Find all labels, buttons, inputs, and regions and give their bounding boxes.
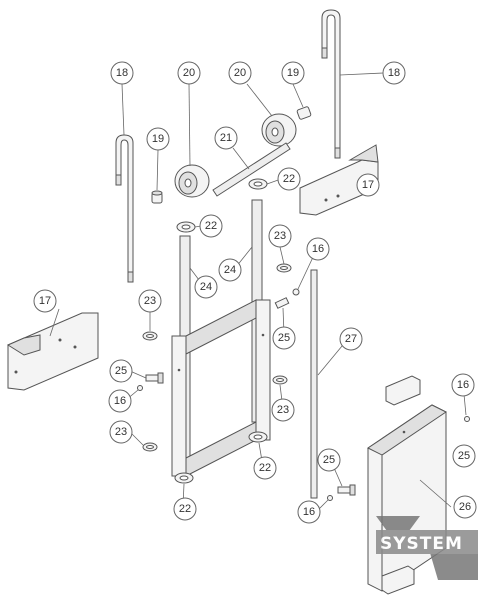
svg-text:23: 23 — [115, 426, 127, 438]
pulley-part-20-right — [261, 113, 297, 147]
svg-text:23: 23 — [144, 295, 156, 307]
plate-part-17-left — [6, 312, 99, 391]
washer-part-23-d — [142, 442, 158, 452]
callout-25-b: 25 — [272, 326, 296, 350]
callout-23-b: 23 — [138, 289, 162, 313]
bushing-part-22-a — [176, 221, 196, 233]
svg-text:25: 25 — [323, 454, 335, 466]
callout-25-a: 25 — [109, 359, 133, 383]
callout-19-b: 19 — [146, 127, 170, 151]
callout-bubbles: 18 20 20 19 18 19 21 22 17 22 23 16 24 2… — [33, 61, 477, 524]
callout-22-b: 22 — [199, 214, 223, 238]
plate-part-17-right — [299, 144, 379, 216]
callout-25-c: 25 — [452, 444, 476, 468]
washer-part-23-c — [272, 375, 288, 385]
callout-23-d: 23 — [109, 420, 133, 444]
callout-25-d: 25 — [317, 448, 341, 472]
bushing-part-22-c — [248, 431, 268, 443]
svg-text:24: 24 — [224, 264, 236, 276]
svg-text:18: 18 — [116, 67, 128, 79]
pin-part-19-right — [296, 106, 312, 120]
bushing-part-22-d — [174, 472, 194, 484]
callout-26: 26 — [453, 495, 477, 519]
callout-16-c: 16 — [451, 373, 475, 397]
callout-23-a: 23 — [268, 224, 292, 248]
washer-part-23-a — [276, 263, 292, 273]
callout-22-a: 22 — [277, 167, 301, 191]
callout-22-c: 22 — [253, 456, 277, 480]
svg-text:25: 25 — [458, 450, 470, 462]
callout-23-c: 23 — [271, 398, 295, 422]
callout-27: 27 — [339, 327, 363, 351]
bushing-part-22-b — [248, 178, 268, 190]
clip-part-16-b — [292, 288, 300, 296]
svg-text:22: 22 — [205, 220, 217, 232]
svg-text:16: 16 — [312, 243, 324, 255]
svg-text:18: 18 — [388, 67, 400, 79]
svg-text:17: 17 — [39, 295, 51, 307]
svg-text:16: 16 — [457, 379, 469, 391]
svg-text:16: 16 — [114, 395, 126, 407]
callout-20-b: 20 — [228, 61, 252, 85]
svg-text:20: 20 — [234, 67, 246, 79]
svg-text:25: 25 — [115, 365, 127, 377]
callout-17-a: 17 — [356, 173, 380, 197]
callout-16-d: 16 — [297, 500, 321, 524]
svg-text:20: 20 — [183, 67, 195, 79]
svg-text:26: 26 — [459, 501, 471, 513]
svg-text:16: 16 — [303, 506, 315, 518]
svg-text:17: 17 — [362, 179, 374, 191]
bolt-part-25-c — [337, 484, 356, 496]
callout-18-b: 18 — [382, 61, 406, 85]
frame-part-24 — [171, 199, 271, 477]
axle-part-21 — [212, 142, 291, 197]
svg-text:19: 19 — [152, 133, 164, 145]
svg-text:22: 22 — [179, 503, 191, 515]
bolt-part-25-a — [145, 372, 164, 384]
callout-17-b: 17 — [33, 289, 57, 313]
clip-part-16-d — [464, 416, 470, 422]
callout-16-a: 16 — [306, 237, 330, 261]
callout-21: 21 — [214, 126, 238, 150]
bolt-part-25-b — [274, 297, 290, 309]
callout-22-d: 22 — [173, 497, 197, 521]
svg-text:22: 22 — [283, 173, 295, 185]
pin-part-19-left — [151, 190, 163, 204]
svg-text:22: 22 — [259, 462, 271, 474]
callout-24-b: 24 — [218, 258, 242, 282]
svg-text:27: 27 — [345, 333, 357, 345]
callout-18-a: 18 — [110, 61, 134, 85]
svg-text:21: 21 — [220, 132, 232, 144]
svg-text:24: 24 — [200, 281, 212, 293]
svg-text:SYSTEM: SYSTEM — [380, 534, 463, 554]
washer-part-23-b — [142, 331, 158, 341]
clip-part-16-c — [327, 495, 333, 501]
rod-part-27 — [310, 269, 318, 499]
callout-24-a: 24 — [194, 275, 218, 299]
callout-16-b: 16 — [108, 389, 132, 413]
callout-19-a: 19 — [281, 61, 305, 85]
hook-part-18-left — [115, 134, 134, 283]
svg-text:23: 23 — [274, 230, 286, 242]
svg-text:23: 23 — [277, 404, 289, 416]
svg-text:19: 19 — [287, 67, 299, 79]
system-watermark-logo: SYSTEM — [376, 516, 478, 580]
callout-20-a: 20 — [177, 61, 201, 85]
pulley-part-20-left — [174, 164, 210, 198]
svg-text:25: 25 — [278, 332, 290, 344]
clip-part-16-a — [137, 385, 143, 391]
hook-part-18-right — [321, 9, 341, 159]
